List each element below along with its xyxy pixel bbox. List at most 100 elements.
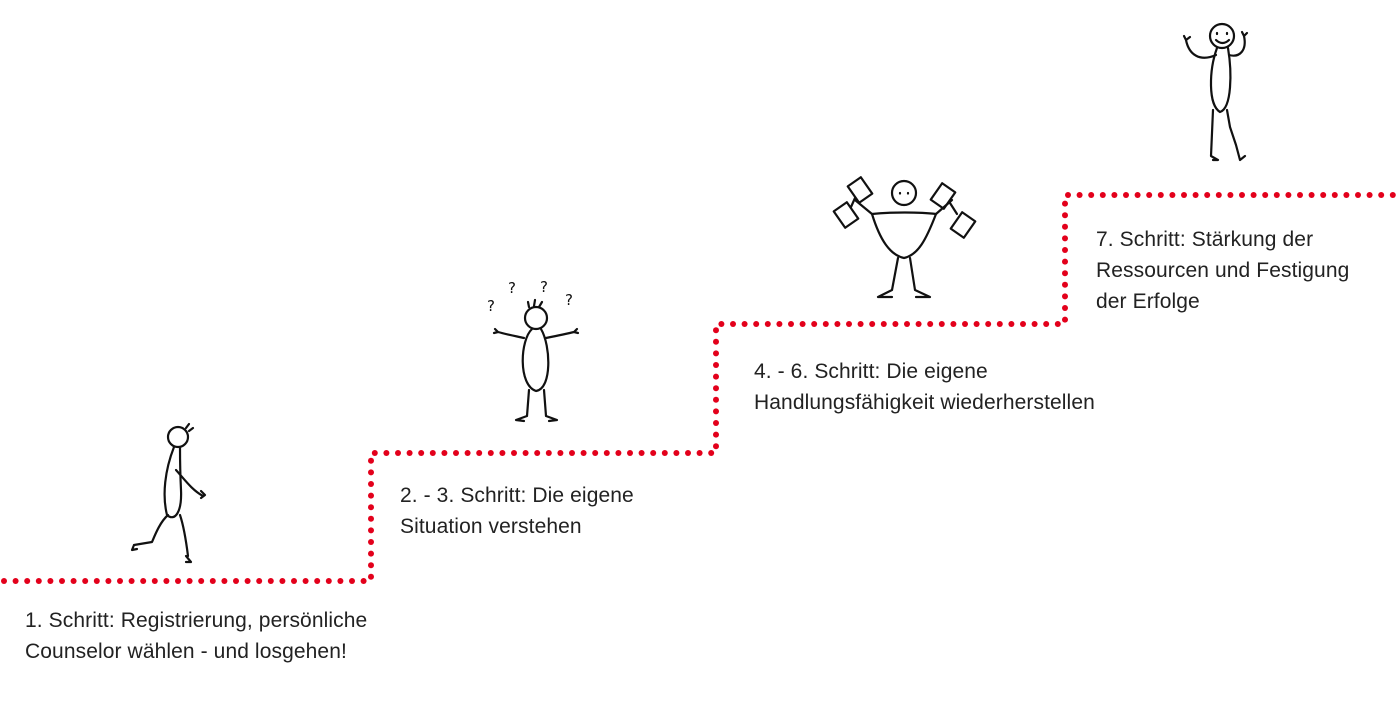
stair-dot	[1062, 200, 1068, 207]
stair-dot	[1192, 192, 1199, 198]
stair-dot	[198, 578, 205, 584]
stair-dot	[24, 578, 31, 584]
stair-dot	[151, 578, 158, 584]
stair-dot	[799, 321, 806, 327]
stair-dot	[592, 450, 599, 456]
stair-dot	[1062, 305, 1068, 311]
question-mark: ?	[565, 291, 573, 309]
stair-dot	[70, 578, 77, 584]
stair-dot	[522, 450, 529, 456]
stair-dot	[395, 450, 401, 456]
stair-dot	[1297, 192, 1303, 198]
walking-person-icon	[130, 422, 207, 564]
question-mark: ?	[487, 297, 495, 315]
stair-dot	[1320, 192, 1327, 198]
step-4-line-3: der Erfolge	[1096, 290, 1200, 313]
stair-dot	[186, 578, 193, 584]
stair-dot	[291, 578, 297, 584]
step-1-line-1: 1. Schritt: Registrierung, persönliche	[25, 609, 368, 632]
stair-dot	[1031, 321, 1038, 327]
stair-dot	[1111, 192, 1118, 198]
stair-dot	[221, 578, 228, 584]
stair-dot	[487, 450, 494, 456]
stair-dot	[337, 578, 344, 584]
stair-dot	[453, 450, 459, 456]
stair-dot	[627, 450, 633, 456]
stair-dot	[1, 578, 7, 584]
stair-dot	[429, 450, 436, 456]
stair-dot	[713, 362, 719, 368]
stair-dot	[1062, 212, 1068, 219]
question-mark: ?	[508, 279, 516, 297]
stair-dot	[1134, 192, 1141, 198]
step-1-label: 1. Schritt: Registrierung, persönliche C…	[25, 605, 367, 667]
stair-dot	[418, 450, 425, 456]
stair-dot	[1204, 192, 1211, 198]
stair-dot	[1099, 192, 1106, 198]
stair-dot	[233, 578, 239, 584]
stair-dot	[857, 321, 864, 327]
stair-dot	[1020, 321, 1026, 327]
stair-dot	[776, 321, 783, 327]
stair-dot	[904, 321, 910, 327]
stair-dot	[511, 450, 517, 456]
stair-dot	[368, 562, 374, 569]
stair-dot	[1062, 293, 1068, 300]
stair-dot	[713, 443, 719, 450]
stair-dot	[1054, 321, 1061, 327]
stair-dot	[368, 515, 374, 522]
stair-dot	[349, 578, 355, 584]
stair-dot	[1181, 192, 1187, 198]
stair-dot	[846, 321, 852, 327]
stair-dot	[175, 578, 181, 584]
stair-dot	[880, 321, 887, 327]
stair-dot	[302, 578, 309, 584]
confused-person-icon: ? ? ? ?	[487, 278, 580, 423]
step-2-label: 2. - 3. Schritt: Die eigene Situation ve…	[400, 480, 634, 542]
stair-dot	[464, 450, 471, 456]
stair-dot	[962, 321, 968, 327]
stair-dot	[368, 469, 374, 476]
stair-dot	[406, 450, 413, 456]
stair-dot	[834, 321, 841, 327]
stair-dot	[545, 450, 552, 456]
stair-dot	[256, 578, 263, 584]
stair-dot	[822, 321, 829, 327]
stair-dot	[1331, 192, 1338, 198]
stair-dot	[1062, 316, 1068, 323]
stair-dot	[499, 450, 506, 456]
stair-dot	[325, 578, 332, 584]
stair-dot	[1062, 281, 1068, 288]
stair-dot	[869, 321, 876, 327]
stair-dot	[638, 450, 645, 456]
stair-dot	[117, 578, 123, 584]
stair-dot	[673, 450, 680, 456]
stair-dot	[985, 321, 992, 327]
stair-dot	[950, 321, 957, 327]
stair-dot	[368, 457, 374, 464]
stair-dot	[685, 450, 691, 456]
stair-dot	[1239, 192, 1245, 198]
stair-dot	[1169, 192, 1176, 198]
stair-dot	[47, 578, 54, 584]
stair-dot	[927, 321, 934, 327]
stair-dot	[1146, 192, 1153, 198]
stair-dot	[368, 504, 374, 511]
stair-dot	[1062, 270, 1068, 277]
stair-dot	[1343, 192, 1350, 198]
stair-dot	[741, 321, 748, 327]
cheering-person-icon	[1182, 22, 1249, 162]
step-3-line-2: Handlungsfähigkeit wiederherstellen	[754, 391, 1095, 414]
stair-dot	[314, 578, 321, 584]
stair-dot	[938, 321, 945, 327]
stair-dot	[1215, 192, 1222, 198]
stair-dot	[1062, 258, 1068, 265]
stair-dot	[661, 450, 668, 456]
question-mark: ?	[540, 278, 548, 296]
stair-dot	[1062, 247, 1068, 253]
step-4-line-1: 7. Schritt: Stärkung der	[1096, 228, 1314, 251]
stair-dot	[105, 578, 112, 584]
stair-dot	[713, 327, 719, 334]
stair-dot	[1378, 192, 1385, 198]
